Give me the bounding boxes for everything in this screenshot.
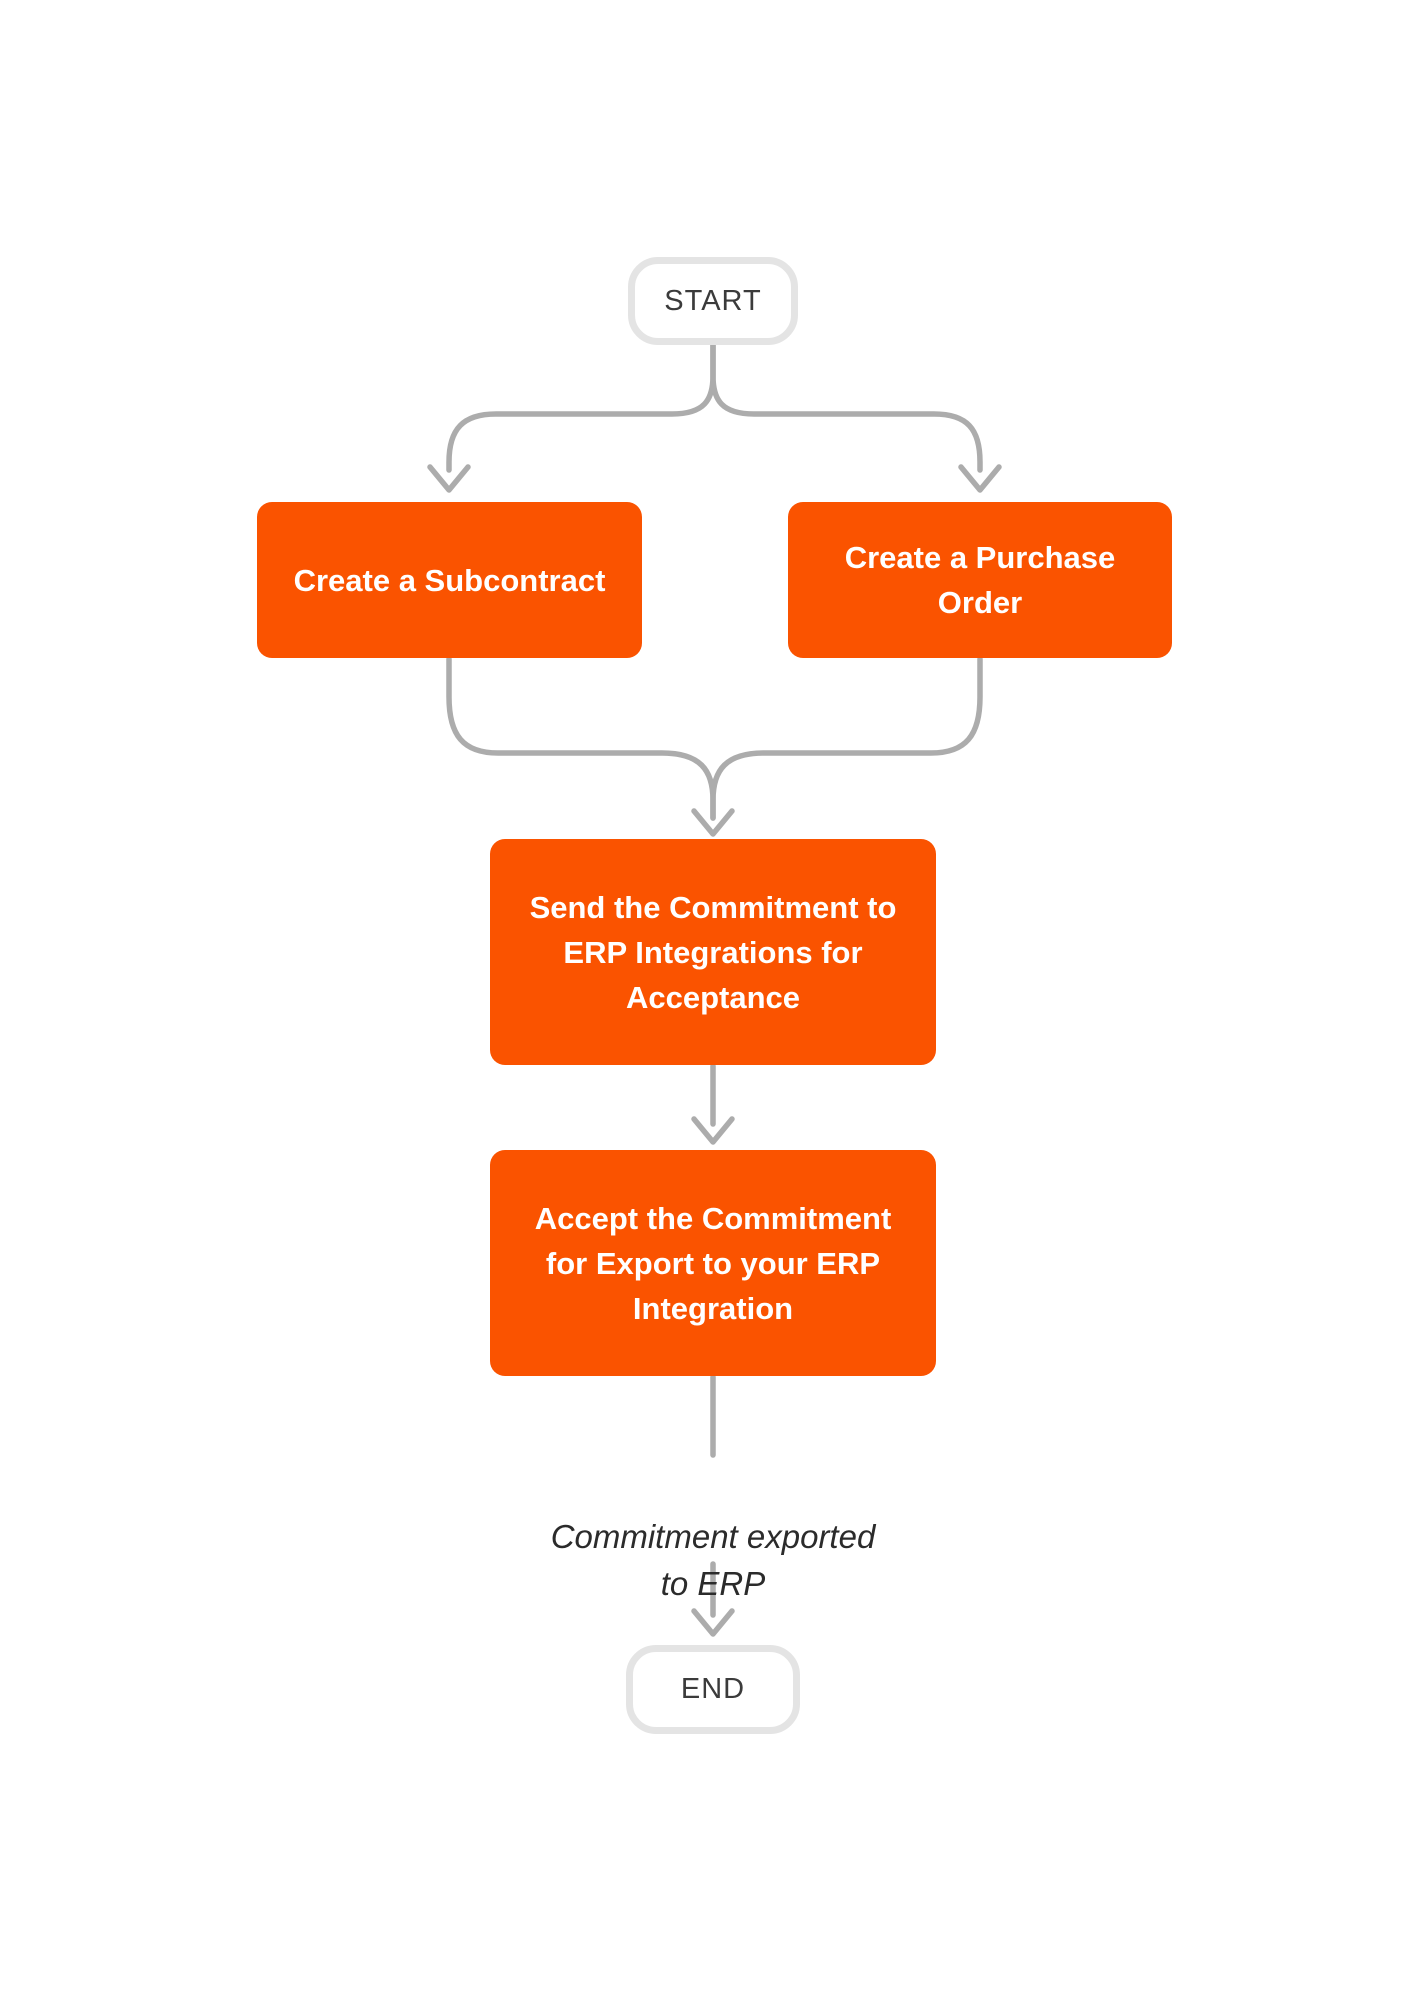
accept-commitment-node: Accept the Commitment for Export to your…	[490, 1150, 936, 1376]
create-purchase-order-node: Create a Purchase Order	[788, 502, 1172, 658]
arrowhead-end	[691, 1608, 735, 1637]
send-commitment-node: Send the Commitment to ERP Integrations …	[490, 839, 936, 1065]
edge-start-to-create-subcontract	[446, 342, 716, 473]
create-subcontract-label: Create a Subcontract	[293, 562, 606, 598]
arrowhead-create-subcontract	[427, 464, 471, 493]
send-commitment-label: Send the Commitment to ERP Integrations …	[529, 889, 897, 1015]
arrowhead-send	[691, 808, 735, 837]
start-node: START	[628, 257, 798, 345]
end-node: END	[626, 1645, 800, 1734]
exported-to-erp-note-label: Commitment exported to ERP	[550, 1518, 876, 1602]
edge-start-to-create-purchase-order	[710, 342, 983, 473]
exported-to-erp-note: Commitment exported to ERP	[513, 1466, 913, 1607]
accept-commitment-label: Accept the Commitment for Export to your…	[534, 1200, 892, 1326]
edge-create-subcontract-to-send	[446, 656, 716, 821]
arrowhead-accept	[691, 1116, 735, 1145]
end-node-label: END	[680, 1673, 746, 1705]
create-purchase-order-label: Create a Purchase Order	[844, 540, 1116, 620]
arrowhead-create-purchase-order	[958, 464, 1002, 493]
edge-create-purchase-order-to-send	[710, 656, 983, 821]
start-node-label: START	[664, 284, 762, 317]
create-subcontract-node: Create a Subcontract	[257, 502, 642, 658]
